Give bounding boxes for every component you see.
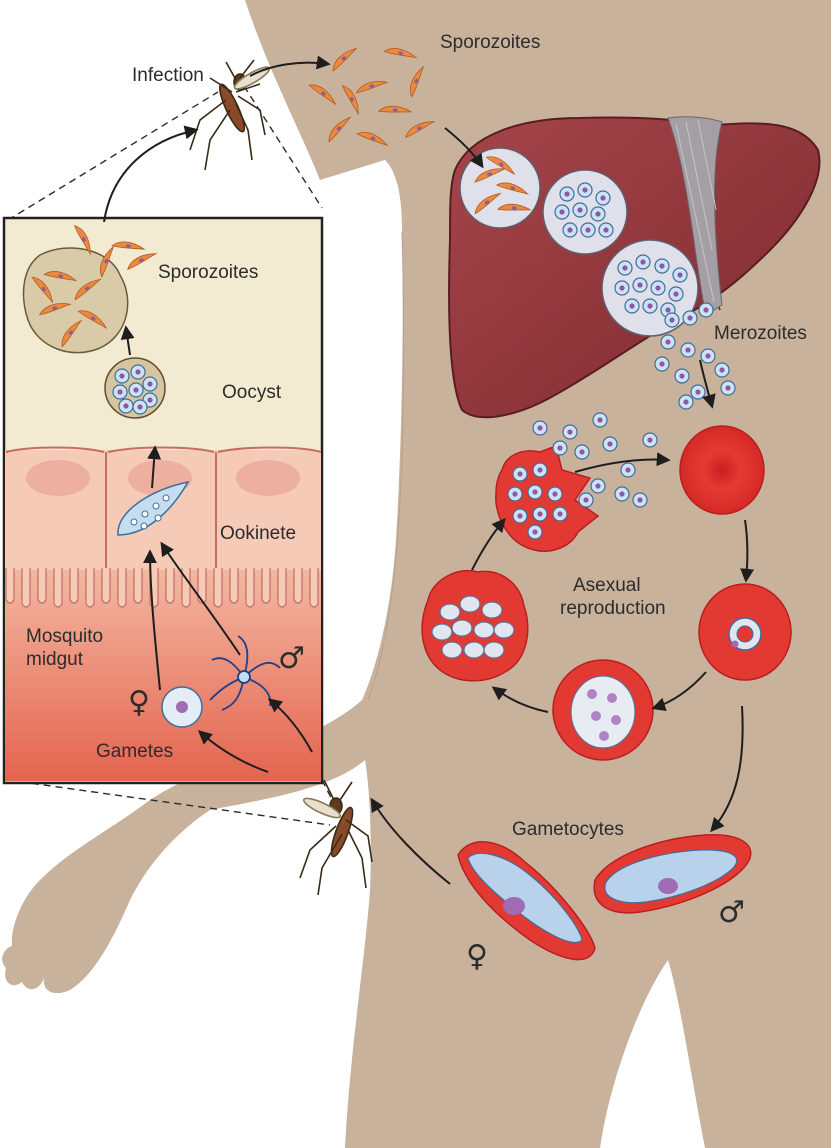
labels: Infection Sporozoites Sporozoites Merozo… (26, 32, 807, 974)
label-infection: Infection (132, 65, 204, 86)
female-symbol-gametocyte: ♀ (466, 939, 488, 974)
label-asexual: Asexual (573, 575, 641, 596)
trophozoite-rbc (552, 659, 654, 761)
label-gametes: Gametes (96, 741, 173, 762)
rupturing-rbc (495, 445, 600, 552)
epithelial-cells (5, 446, 322, 580)
male-gametocyte (593, 833, 752, 914)
mosquito-midgut-inset (2, 216, 324, 785)
cycle-arrows (103, 55, 755, 885)
liver-schizont-2 (601, 239, 699, 337)
male-gamete (209, 635, 281, 711)
label-merozoites: Merozoites (714, 323, 807, 344)
label-gametocytes: Gametocytes (512, 819, 624, 840)
label-oocyst: Oocyst (222, 382, 282, 403)
inset-connector-lines (7, 85, 341, 826)
microvilli (5, 568, 319, 608)
male-symbol-gametocyte: ♂ (718, 895, 745, 930)
label-sporozoites-inset: Sporozoites (158, 262, 258, 283)
female-symbol-inset: ♀ (128, 685, 150, 720)
oocyst (104, 357, 166, 419)
ring-stage-rbc (698, 583, 792, 681)
label-midgut: midgut (26, 649, 84, 670)
infected-hepatocyte-sporozoites (459, 147, 541, 229)
label-mosquito: Mosquito (26, 626, 103, 647)
bursting-oocyst (22, 222, 159, 354)
label-sporozoites-top: Sporozoites (440, 32, 540, 53)
female-gametocyte (457, 841, 596, 961)
liver-schizont-1 (542, 169, 628, 255)
ookinete (117, 480, 190, 536)
schizont-rbc (421, 569, 529, 682)
male-symbol-inset: ♂ (278, 641, 305, 676)
female-gamete (161, 686, 203, 728)
label-ookinete: Ookinete (220, 523, 296, 544)
mosquito-bottom (299, 779, 373, 896)
healthy-red-blood-cell (679, 425, 765, 515)
label-reproduction: reproduction (560, 598, 666, 619)
